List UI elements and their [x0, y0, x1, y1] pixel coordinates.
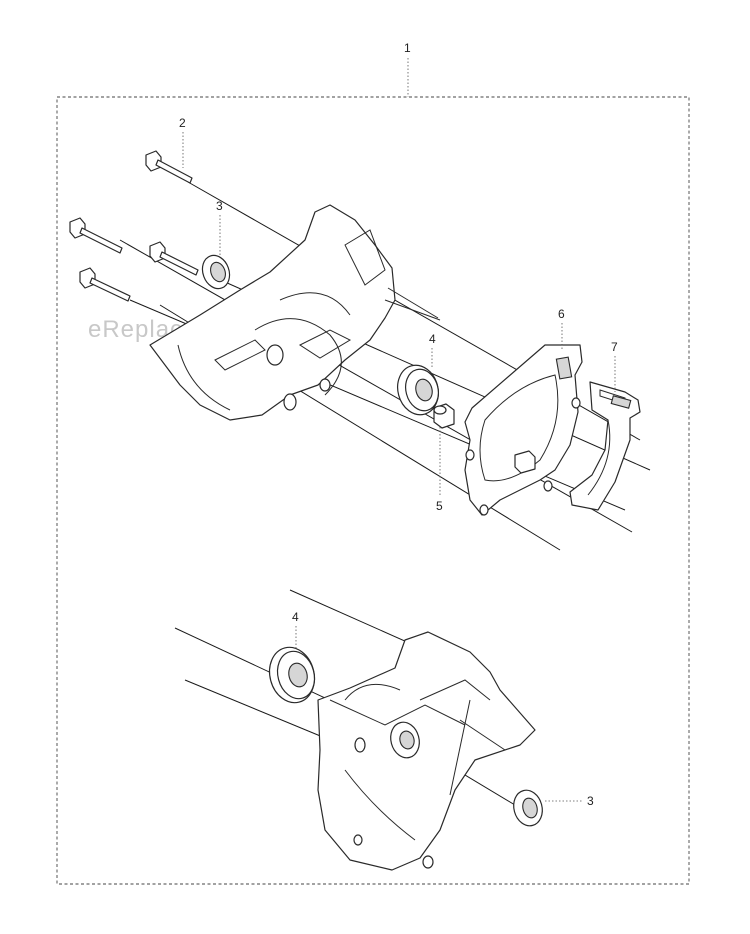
bolt-middle [149, 241, 199, 276]
callout-7: 7 [611, 340, 618, 392]
bolt-lower [79, 267, 131, 302]
callout-1: 1 [404, 41, 411, 55]
callout-3-bottom-label: 3 [587, 794, 594, 808]
bearing-bottom [268, 646, 316, 704]
callout-1-label: 1 [404, 41, 411, 55]
callout-4-bottom: 4 [292, 610, 299, 650]
callout-3-top: 3 [216, 199, 223, 255]
crankcase-half-bottom [317, 631, 536, 871]
callout-5-label: 5 [436, 499, 443, 513]
callout-4-bottom-label: 4 [292, 610, 299, 624]
cover-piece [569, 381, 641, 511]
callout-2-label: 2 [179, 116, 186, 130]
callout-3-bottom: 3 [545, 794, 594, 808]
callout-2: 2 [179, 116, 186, 168]
crankcase-half-top [149, 204, 441, 421]
sleeve [433, 403, 455, 429]
callout-6-label: 6 [558, 307, 565, 321]
bearing-top [397, 364, 439, 416]
gasket [464, 344, 583, 516]
bolt-long [69, 217, 123, 254]
callout-5: 5 [436, 425, 443, 513]
seal-bottom [513, 789, 543, 827]
bolt-top [145, 150, 193, 184]
callout-3-top-label: 3 [216, 199, 223, 213]
assembly-frame [56, 96, 690, 885]
callout-6: 6 [558, 307, 565, 350]
callout-4-top: 4 [429, 332, 436, 368]
callout-7-label: 7 [611, 340, 618, 354]
seal-top [201, 254, 231, 290]
callout-4-top-label: 4 [429, 332, 436, 346]
